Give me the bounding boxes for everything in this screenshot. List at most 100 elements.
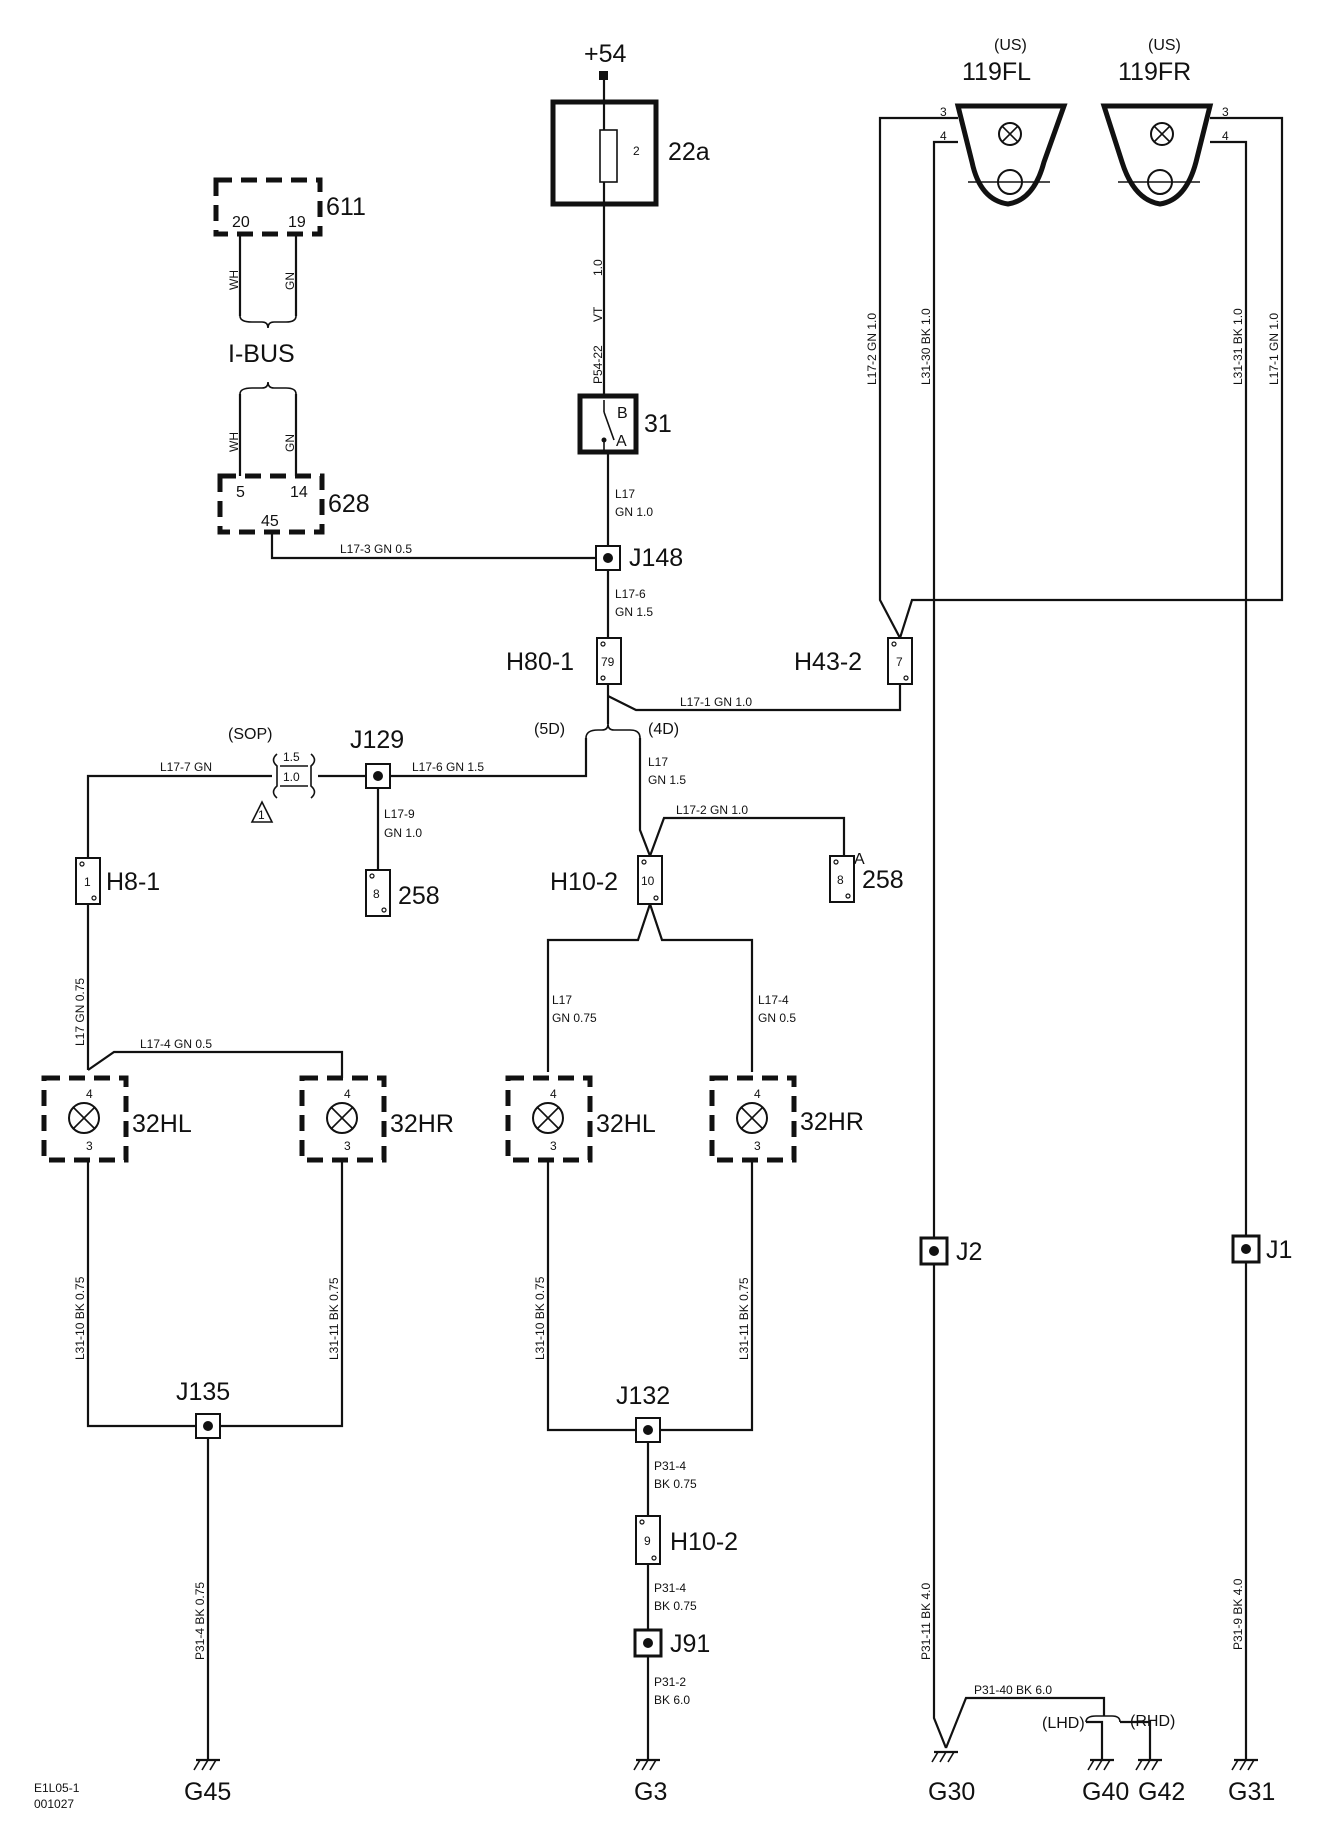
switch-31: B A 31 [577, 393, 672, 455]
lamp-hr-5d-pin-bottom: 3 [344, 1139, 351, 1153]
wire-l17c-code: L17 [648, 755, 668, 769]
module-628-pin-a: 5 [236, 484, 245, 501]
sop-size-b: 1.0 [283, 770, 300, 784]
lamp-119fl-pin-a: 3 [940, 105, 947, 119]
module-611-pin-a: 20 [232, 214, 250, 231]
splice-j135: J135 [176, 1378, 230, 1439]
wire-mid-l17-4-meta: GN 0.5 [758, 1011, 796, 1025]
ground-symbol [1087, 1758, 1114, 1771]
splice-j91-label: J91 [670, 1630, 710, 1658]
connector-258b-pin: 8 [837, 873, 844, 887]
lamp-119fl-id: 119FL [962, 58, 1031, 86]
rear-lamp-hl-5d: 4 3 32HL [41, 1075, 192, 1163]
splice-j132: J132 [616, 1382, 670, 1443]
wire-l17-code: L17 [615, 487, 635, 501]
splice-j1: J1 [1231, 1234, 1292, 1264]
lamp-hl-4d-pin-bottom: 3 [550, 1139, 557, 1153]
wire-l17-2-right: L17-2 GN 1.0 [865, 313, 879, 385]
wire-l17-9-code: L17-9 [384, 807, 415, 821]
variant-4d: (4D) [648, 721, 679, 738]
ground-g3-label: G3 [634, 1778, 667, 1806]
lamp-119fl-pin-b: 4 [940, 129, 947, 143]
wire-l17c-meta: GN 1.5 [648, 773, 686, 787]
wire-l31-30: L31-30 BK 1.0 [919, 308, 933, 385]
splice-j1-label: J1 [1266, 1236, 1292, 1264]
splice-j91: J91 [633, 1628, 710, 1658]
connector-258a-id: 258 [398, 882, 440, 910]
ground-g3: G3 [633, 1758, 667, 1806]
footer-code-2: 001027 [34, 1797, 74, 1811]
wire-p31-11: P31-11 BK 4.0 [919, 1583, 933, 1660]
lamp-119fr-pin-b: 4 [1222, 129, 1229, 143]
module-628-pin-b: 14 [290, 484, 308, 501]
wire-p31-4-left: P31-4 BK 0.75 [193, 1582, 207, 1660]
connector-h43-pin: 7 [896, 655, 903, 669]
wire-l17-4: L17-4 GN 0.5 [140, 1037, 212, 1051]
lamp-119fl: (US) 119FL 3 4 [940, 37, 1068, 207]
connector-h10-id: H10-2 [550, 868, 618, 896]
splice-j132-label: J132 [616, 1382, 670, 1410]
variant-rhd: (RHD) [1130, 1713, 1175, 1730]
wire-l17-6b: L17-6 GN 1.5 [412, 760, 484, 774]
wire-l17-2: L17-2 GN 1.0 [676, 803, 748, 817]
connector-h80-1: 79 H80-1 [506, 637, 622, 685]
lamp-hr-4d-pin-top: 4 [754, 1087, 761, 1101]
ground-g30-label: G30 [928, 1778, 975, 1806]
lamp-119fr-pin-a: 3 [1222, 105, 1229, 119]
ground-symbol [633, 1758, 660, 1771]
connector-h10b-id: H10-2 [670, 1528, 738, 1556]
connector-h8-1: 1 H8-1 [75, 857, 160, 905]
ground-g40-label: G40 [1082, 1778, 1129, 1806]
wire-628-wh: WH [227, 432, 241, 452]
lamp-hl-5d-pin-top: 4 [86, 1087, 93, 1101]
ground-symbol [193, 1758, 220, 1771]
power-feed: +54 [584, 40, 627, 102]
variant-lhd: (LHD) [1042, 1715, 1085, 1732]
wire-l31-31: L31-31 BK 1.0 [1231, 308, 1245, 385]
lamp-119fr-market: (US) [1148, 37, 1181, 54]
wire-mid-l17-code: L17 [552, 993, 572, 1007]
splice-j135-label: J135 [176, 1378, 230, 1406]
wire-l31-10-left: L31-10 BK 0.75 [73, 1276, 87, 1360]
lamp-119fr: (US) 119FR 3 4 [1100, 37, 1229, 207]
lamp-hr-5d-pin-top: 4 [344, 1087, 351, 1101]
footer-code-1: E1L05-1 [34, 1781, 80, 1795]
wire-mid-l17-4-code: L17-4 [758, 993, 789, 1007]
connector-258b-pin-letter: A [854, 851, 865, 868]
module-628: 5 14 45 628 [217, 473, 370, 535]
lamp-hr-4d-id: 32HR [800, 1108, 864, 1136]
wire-l17-6-code: L17-6 [615, 587, 646, 601]
fuse-pin: 2 [633, 144, 640, 158]
note-triangle-label: 1 [258, 808, 265, 822]
bus-label: I-BUS [228, 340, 295, 368]
wire-p31-4a-code: P31-4 [654, 1459, 686, 1473]
lamp-hl-5d-pin-bottom: 3 [86, 1139, 93, 1153]
lamp-hl-4d-pin-top: 4 [550, 1087, 557, 1101]
lamp-119fr-id: 119FR [1118, 58, 1191, 86]
lamp-hr-5d-id: 32HR [390, 1110, 454, 1138]
connector-h43-id: H43-2 [794, 648, 862, 676]
splice-j2-label: J2 [956, 1238, 982, 1266]
ground-g30: G30 [928, 1750, 975, 1806]
splice-j2: J2 [919, 1236, 982, 1266]
variant-5d: (5D) [534, 721, 565, 738]
ground-g45-label: G45 [184, 1778, 231, 1806]
splice-j148: J148 [595, 544, 683, 572]
note-triangle [250, 800, 274, 823]
wire-611-wh: WH [227, 270, 241, 290]
lamp-hl-4d-id: 32HL [596, 1110, 656, 1138]
wire-l17-meta: GN 1.0 [615, 505, 653, 519]
connector-258a-pin: 8 [373, 887, 380, 901]
connector-258-right: 8 A 258 [829, 851, 904, 903]
wire-l17-9-meta: GN 1.0 [384, 826, 422, 840]
wire-p31-9: P31-9 BK 4.0 [1231, 1578, 1245, 1650]
wire-l31-11-mid: L31-11 BK 0.75 [737, 1277, 751, 1360]
wire-l31-10-mid: L31-10 BK 0.75 [533, 1276, 547, 1360]
module-628-pin-c: 45 [261, 513, 279, 530]
connector-h10-pin: 10 [641, 874, 655, 888]
splice-j129: J129 [350, 726, 404, 789]
connector-h43-2: 7 H43-2 [794, 637, 913, 685]
module-611-id: 611 [326, 193, 366, 221]
ground-symbol [1231, 1758, 1258, 1771]
